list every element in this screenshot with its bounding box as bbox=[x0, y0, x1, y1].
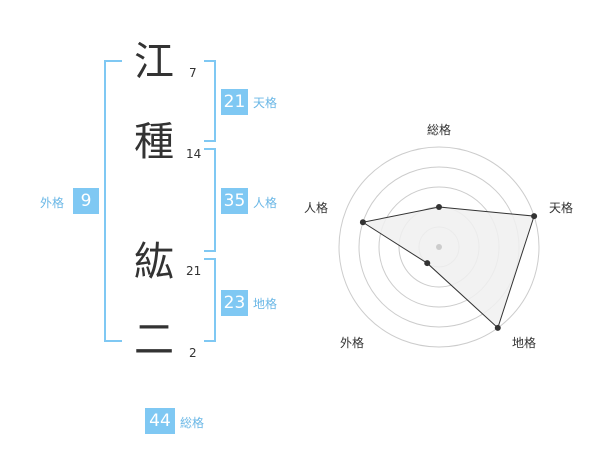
radar-point-gaikaku bbox=[424, 260, 431, 267]
radar-area bbox=[361, 206, 535, 329]
chikaku-value: 23 bbox=[221, 290, 248, 316]
tenkaku-value: 21 bbox=[221, 89, 248, 115]
radar-points bbox=[359, 204, 538, 331]
stroke-count-2: 14 bbox=[186, 147, 202, 161]
jinkaku-label: 人格 bbox=[253, 196, 278, 210]
gaikaku-label: 外格 bbox=[40, 196, 65, 210]
radar-point-chikaku bbox=[494, 324, 501, 331]
name-char-2: 種 bbox=[134, 119, 174, 165]
gaikaku-bracket bbox=[104, 60, 122, 342]
stroke-count-4: 2 bbox=[189, 346, 197, 360]
soukaku-value: 44 bbox=[145, 408, 175, 434]
radar-ring bbox=[338, 146, 540, 348]
radar-label-chikaku: 地格 bbox=[511, 336, 536, 350]
gaikaku-value: 9 bbox=[73, 188, 99, 214]
name-char-4: 二 bbox=[134, 317, 174, 363]
chikaku-label: 地格 bbox=[253, 297, 278, 311]
radar-label-gaikaku: 外格 bbox=[339, 336, 364, 350]
stroke-count-1: 7 bbox=[189, 66, 197, 80]
tenkaku-bracket bbox=[204, 60, 216, 142]
jinkaku-bracket bbox=[204, 148, 216, 252]
radar-center-dot bbox=[436, 244, 442, 250]
name-char-3: 紘 bbox=[134, 239, 174, 285]
name-char-1: 江 bbox=[134, 39, 174, 85]
radar-label-jinkaku: 人格 bbox=[303, 201, 328, 215]
stroke-count-3: 21 bbox=[186, 264, 202, 278]
radar-point-soukaku bbox=[436, 204, 442, 210]
chikaku-bracket bbox=[204, 258, 216, 342]
radar-point-jinkaku bbox=[359, 219, 366, 226]
radar-label-tenkaku: 天格 bbox=[548, 201, 573, 215]
radar-label-soukaku: 総格 bbox=[426, 123, 451, 137]
jinkaku-value: 35 bbox=[221, 188, 248, 214]
soukaku-label: 総格 bbox=[180, 416, 205, 430]
radar-point-tenkaku bbox=[531, 213, 538, 220]
tenkaku-label: 天格 bbox=[253, 96, 278, 110]
